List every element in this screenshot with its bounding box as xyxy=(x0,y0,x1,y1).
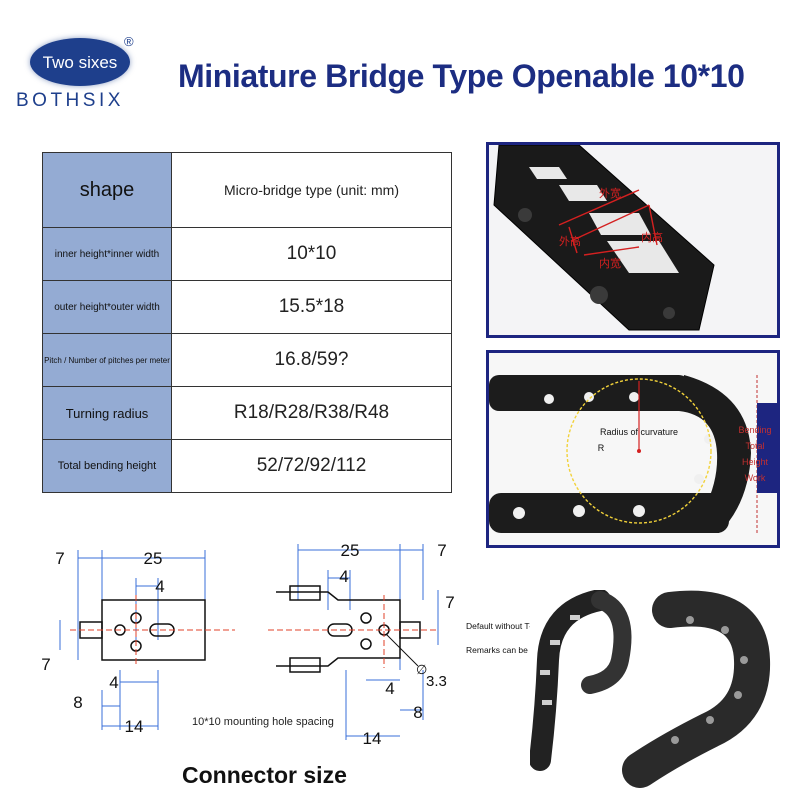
dim-left-4-top: 4 xyxy=(155,577,164,596)
dim-right-4-top: 4 xyxy=(339,567,348,586)
outer-height-label: 外高 xyxy=(559,234,581,248)
dim-left-8: 8 xyxy=(73,693,82,712)
dim-right-4-bottom: 4 xyxy=(385,679,394,698)
outer-width-label: 外宽 xyxy=(599,186,621,200)
row-label: outer height*outer width xyxy=(42,280,172,334)
dim-right-hole: 3.3 xyxy=(426,673,447,690)
page-title: Miniature Bridge Type Openable 10*10 xyxy=(178,58,745,94)
height-label-3: Height xyxy=(742,457,769,467)
connector-drawing-left: 7 25 4 7 4 8 14 xyxy=(41,549,235,736)
row-value: 15.5*18 xyxy=(171,280,452,334)
spec-table: shape Micro-bridge type (unit: mm) inner… xyxy=(42,152,452,493)
row-label: Turning radius xyxy=(42,386,172,440)
table-row: outer height*outer width 15.5*18 xyxy=(42,280,452,334)
connector-size-caption: Connector size xyxy=(182,762,347,788)
row-value: 52/72/92/112 xyxy=(171,439,452,493)
dim-left-7-side: 7 xyxy=(41,655,50,674)
drag-chain-product-photo xyxy=(530,590,794,790)
note-remarks: Remarks can be added xyxy=(466,645,554,655)
dim-left-25: 25 xyxy=(144,549,163,568)
table-row: Turning radius R18/R28/R38/R48 xyxy=(42,386,452,440)
row-value: 16.8/59? xyxy=(171,333,452,387)
brand-logo-text: Two sixes xyxy=(42,53,118,72)
row-value: 10*10 xyxy=(171,227,452,281)
chain-bend-photo: Radius of curvature R Bending Total Heig… xyxy=(486,350,780,548)
row-label: inner height*inner width xyxy=(42,227,172,281)
dim-right-14: 14 xyxy=(363,729,382,748)
row-label: Total bending height xyxy=(42,439,172,493)
row-value: R18/R28/R38/R48 xyxy=(171,386,452,440)
dim-right-7-side: 7 xyxy=(445,593,454,612)
dim-right-7-top: 7 xyxy=(437,541,446,560)
table-row: inner height*inner width 10*10 xyxy=(42,227,452,281)
radius-symbol: R xyxy=(598,443,605,453)
table-row: Pitch / Number of pitches per meter 16.8… xyxy=(42,333,452,387)
dim-left-14: 14 xyxy=(125,717,144,736)
radius-label: Radius of curvature xyxy=(600,427,678,437)
inner-height-label: 内高 xyxy=(641,230,663,244)
table-header-label: shape xyxy=(42,152,172,228)
dim-right-25: 25 xyxy=(341,541,360,560)
height-label-4: Work xyxy=(745,473,766,483)
brand-logo xyxy=(30,38,130,86)
row-label: Pitch / Number of pitches per meter xyxy=(42,333,172,387)
table-header-value: Micro-bridge type (unit: mm) xyxy=(171,152,452,228)
brand-name: BOTHSIX xyxy=(16,90,124,111)
dim-left-4-bottom: 4 xyxy=(109,673,118,692)
table-row: shape Micro-bridge type (unit: mm) xyxy=(42,152,452,228)
hole-symbol: ∅ xyxy=(416,662,427,677)
mounting-hole-caption: 10*10 mounting hole spacing xyxy=(192,716,334,728)
dim-right-8: 8 xyxy=(413,703,422,722)
inner-width-label: 内宽 xyxy=(599,256,621,270)
connector-drawing-right: 25 7 4 7 ∅ 3.3 4 8 14 xyxy=(268,541,455,748)
table-row: Total bending height 52/72/92/112 xyxy=(42,439,452,493)
chain-link-photo: 外宽 外高 内高 内宽 xyxy=(486,142,780,338)
height-label-2: Total xyxy=(745,441,764,451)
dim-left-7-top: 7 xyxy=(55,549,64,568)
height-label-1: Bending xyxy=(738,425,771,435)
registered-mark: ® xyxy=(124,34,134,49)
note-default: Default without T-angle xyxy=(466,621,553,631)
